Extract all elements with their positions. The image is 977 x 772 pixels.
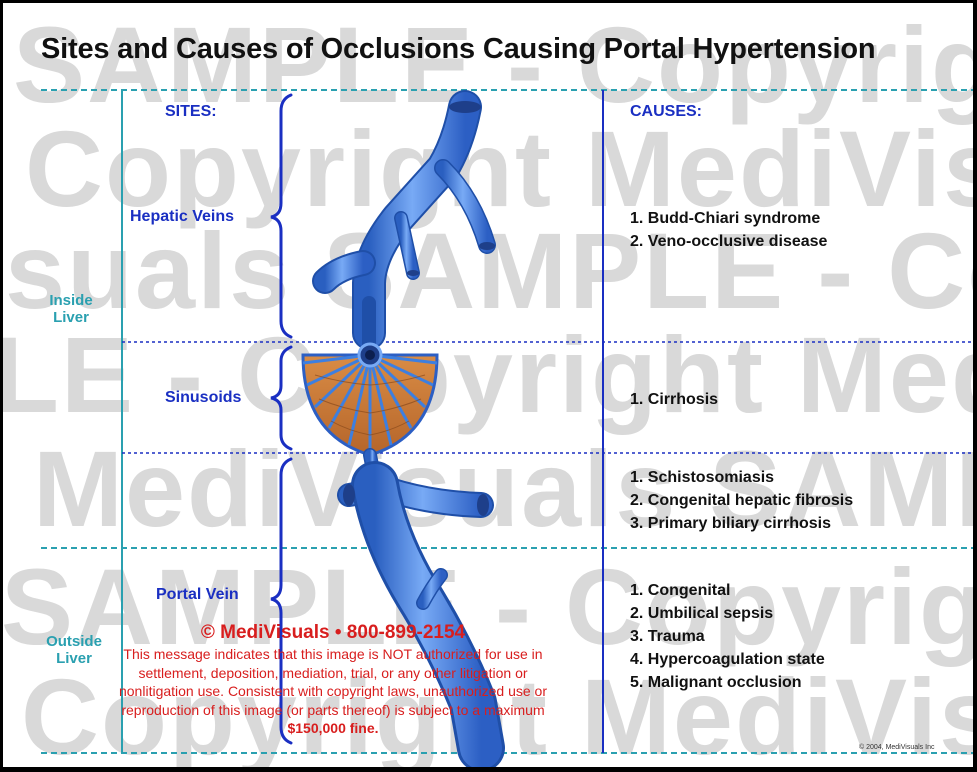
cause-item: 3. Trauma [630, 625, 825, 648]
region-label-inside-liver: Inside Liver [43, 292, 99, 326]
copyright-text: © 2004, MediVisuals Inc [859, 744, 934, 751]
causes-portal-vein-outside: 1. Congenital 2. Umbilical sepsis 3. Tra… [630, 579, 825, 694]
cause-item: 3. Primary biliary cirrhosis [630, 512, 853, 535]
cause-item: 1. Budd-Chiari syndrome [630, 207, 827, 230]
brace-hepatic-veins [271, 95, 291, 337]
brace-sinusoids [271, 347, 291, 449]
notice-fine: $150,000 fine. [287, 720, 378, 736]
notice-heading: © MediVisuals • 800-899-2154 [113, 621, 553, 645]
causes-header: CAUSES: [630, 103, 702, 121]
notice-body: This message indicates that this image i… [119, 646, 547, 718]
sinusoid-illustration [303, 344, 437, 455]
region-label-outside-liver: Outside Liver [41, 633, 107, 667]
copyright-notice: © MediVisuals • 800-899-2154 This messag… [113, 621, 553, 738]
causes-hepatic-veins: 1. Budd-Chiari syndrome 2. Veno-occlusiv… [630, 207, 827, 253]
site-label-portal-vein: Portal Vein [156, 586, 239, 604]
diagram-title: Sites and Causes of Occlusions Causing P… [41, 33, 875, 66]
sites-header: SITES: [165, 103, 217, 121]
row-separators [122, 342, 977, 453]
cause-item: 1. Schistosomiasis [630, 466, 853, 489]
hepatic-vein-illustration [325, 101, 495, 353]
cause-item: 5. Malignant occlusion [630, 671, 825, 694]
cause-item: 4. Hypercoagulation state [630, 648, 825, 671]
cause-item: 2. Umbilical sepsis [630, 602, 825, 625]
site-label-sinusoids: Sinusoids [165, 389, 241, 407]
cause-item: 1. Cirrhosis [630, 388, 718, 411]
cause-item: 2. Veno-occlusive disease [630, 230, 827, 253]
causes-portal-vein-inside: 1. Schistosomiasis 2. Congenital hepatic… [630, 466, 853, 535]
cause-item: 2. Congenital hepatic fibrosis [630, 489, 853, 512]
site-label-hepatic-veins: Hepatic Veins [130, 208, 234, 226]
causes-sinusoids: 1. Cirrhosis [630, 388, 718, 411]
cause-item: 1. Congenital [630, 579, 825, 602]
